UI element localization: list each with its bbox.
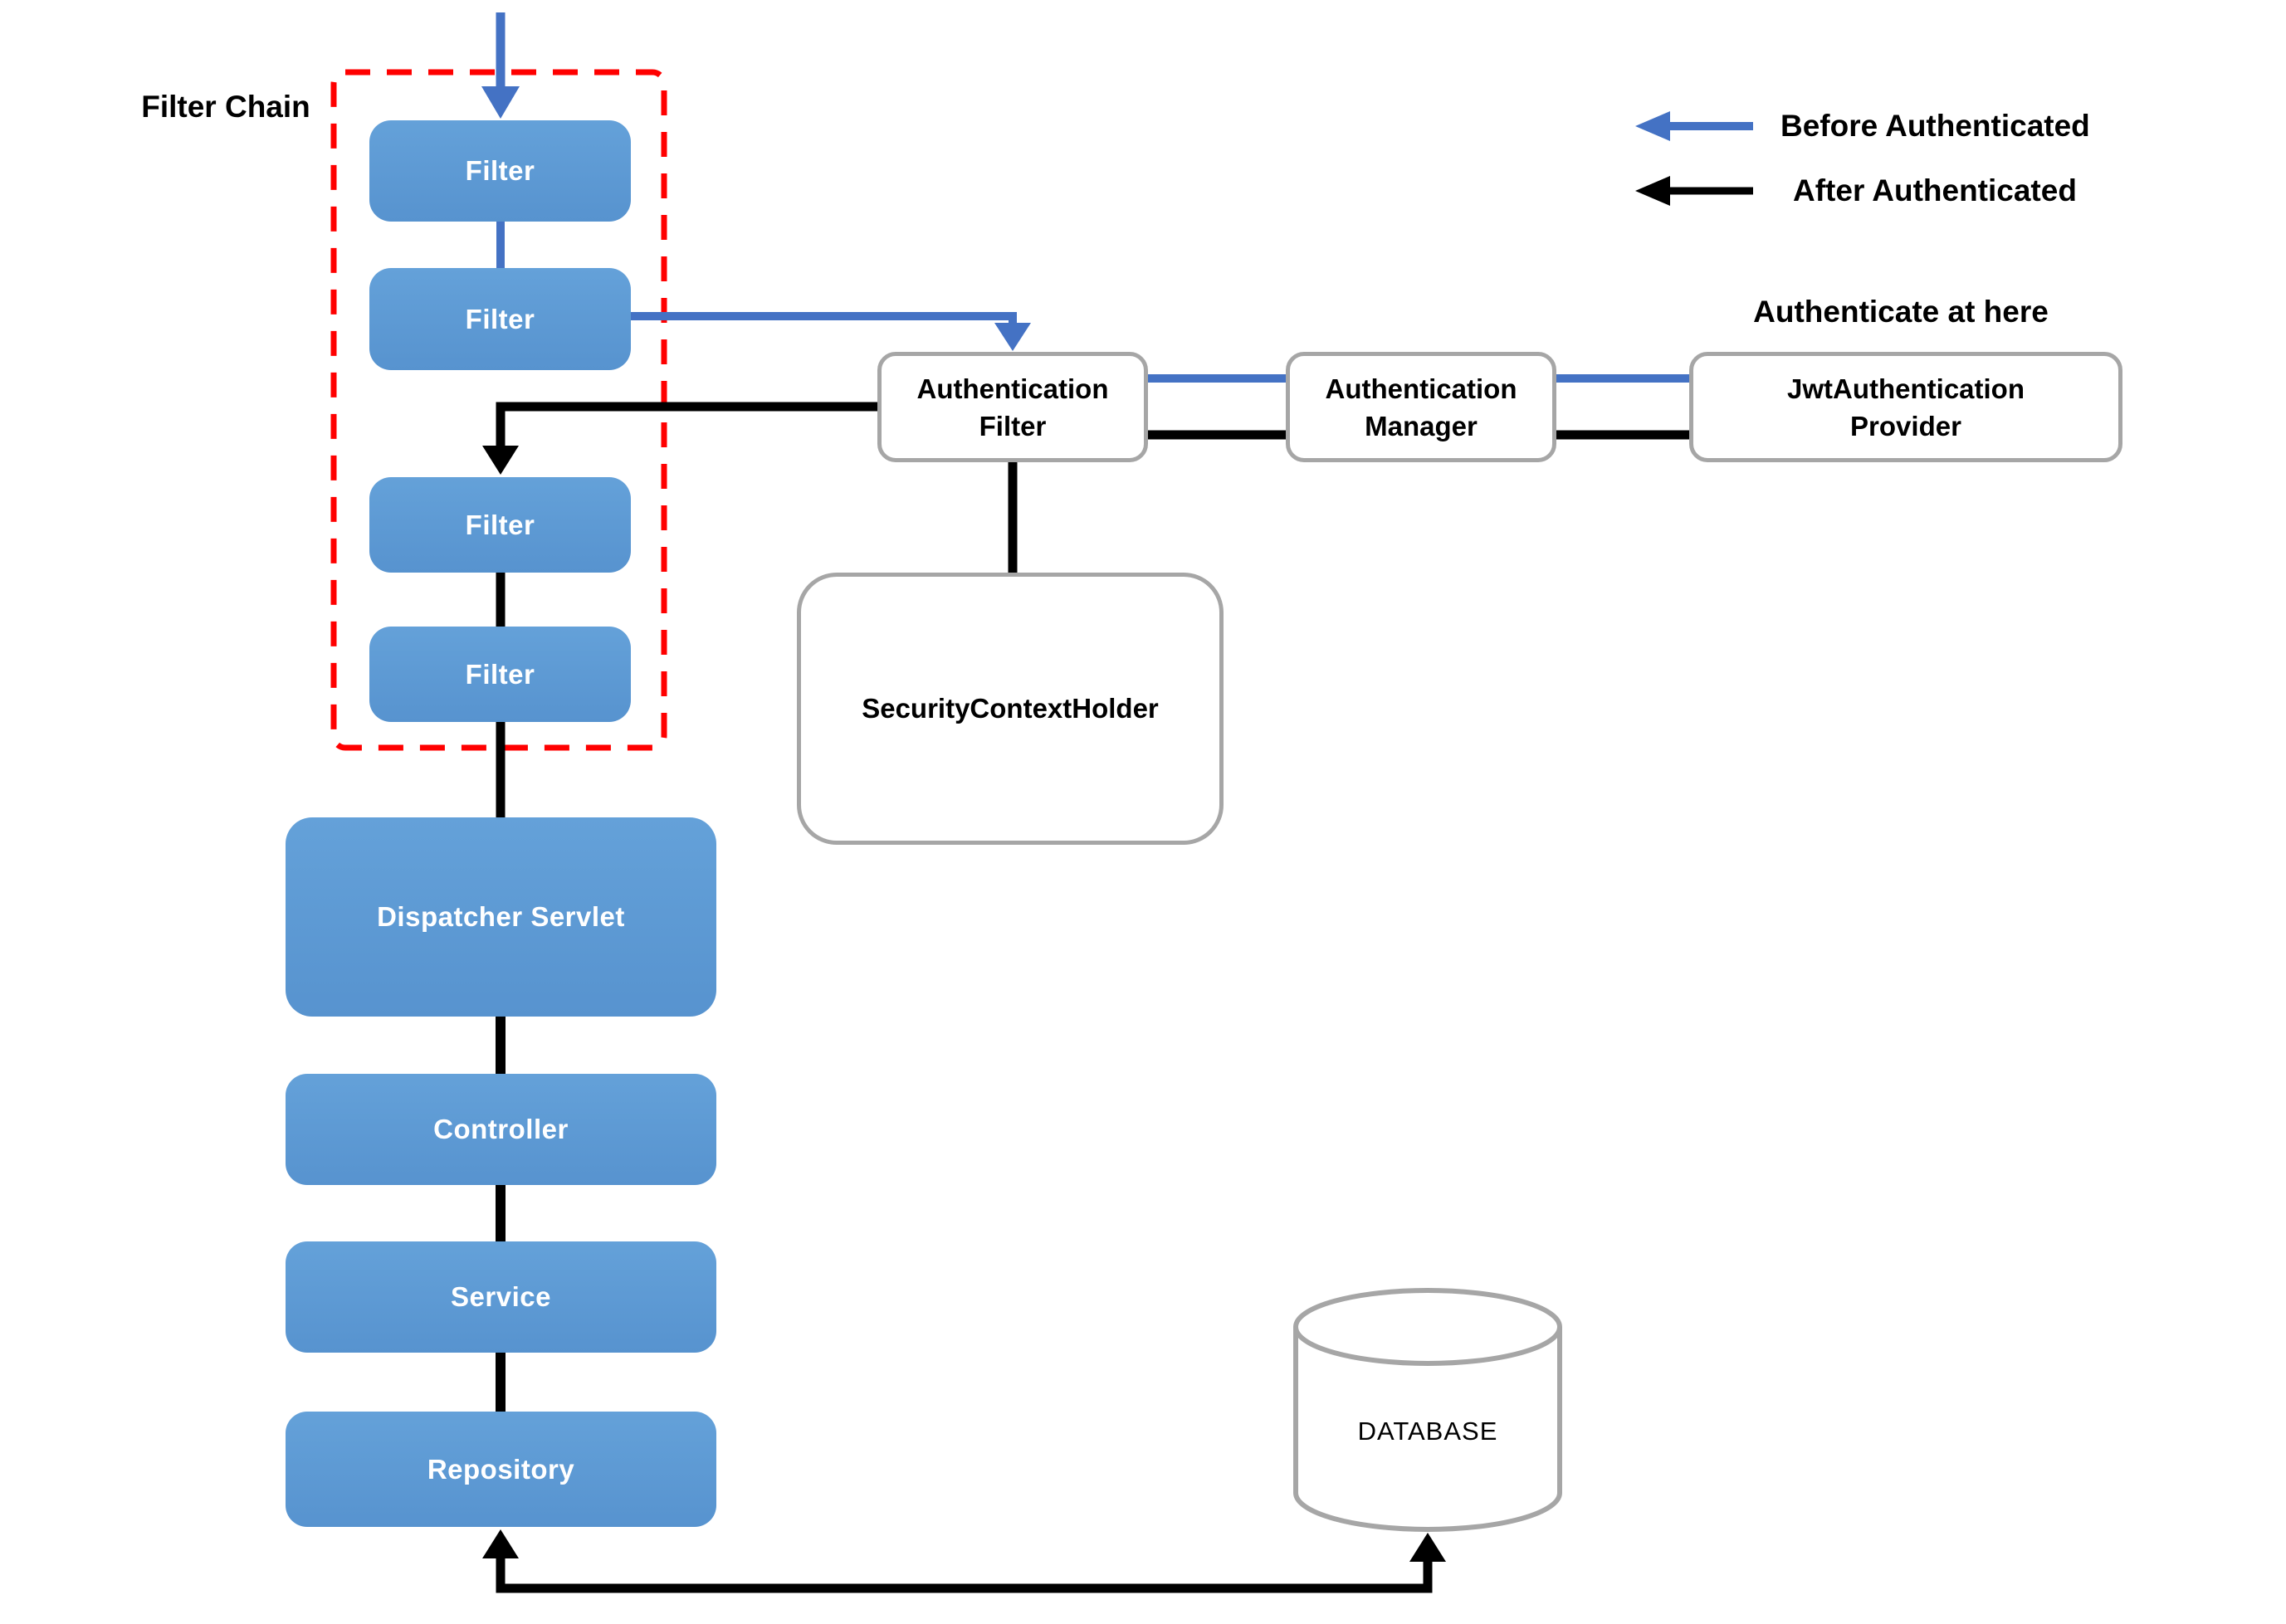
filter-box-3: Filter [369,477,631,573]
connector-filter2-authfilter [631,312,1017,325]
connector-repository-database [496,1555,1433,1593]
service-box: Service [286,1241,716,1353]
dispatcher-servlet-box: Dispatcher Servlet [286,817,716,1017]
authentication-filter-box: Authentication Filter [877,352,1148,462]
legend-after-label: After Authenticated [1793,173,2077,207]
filter-box-1: Filter [369,120,631,222]
repository-box: Repository [286,1412,716,1527]
authentication-manager-box: Authentication Manager [1286,352,1556,462]
legend-before-label: Before Authenticated [1780,109,2090,143]
connector-authfilter-filter3-head [482,446,519,475]
legend-after-arrow [1635,176,1753,206]
filter-box-4: Filter [369,627,631,722]
controller-box: Controller [286,1074,716,1185]
jwt-authentication-provider-box: JwtAuthentication Provider [1689,352,2122,462]
request-in-arrow-head [481,86,520,119]
database-label: DATABASE [1357,1417,1498,1446]
connector-authfilter-filter3 [496,402,877,448]
database-cylinder [1293,1288,1562,1532]
connector-filter2-authfilter-head [994,323,1031,351]
filter-box-2: Filter [369,268,631,370]
connector-repository-arrow-head [482,1529,519,1558]
filter-chain-label: Filter Chain [141,90,310,124]
security-context-holder-box: SecurityContextHolder [797,573,1224,845]
legend-before-arrow [1635,111,1753,141]
connector-database-arrow-head [1409,1533,1446,1562]
authenticate-note-label: Authenticate at here [1753,295,2049,329]
